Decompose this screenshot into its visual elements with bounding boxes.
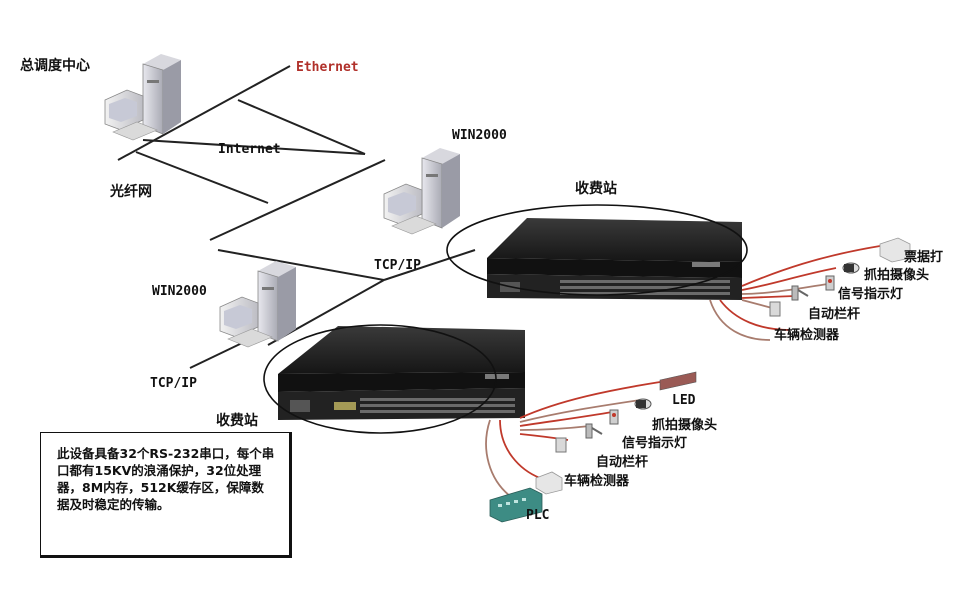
led-label: LED [672, 393, 696, 408]
capture-camera-label-bottom: 抓拍摄像头 [652, 418, 718, 433]
barrier-icon [791, 285, 809, 301]
auto-barrier-label-bottom: 自动栏杆 [596, 455, 649, 470]
barrier-icon [585, 423, 603, 439]
plc-icon [489, 487, 543, 523]
device-spec-box: 此设备具备32个RS-232串口，每个串口都有15KV的浪涌保护，32位处理器，… [40, 432, 292, 558]
camera-icon [842, 262, 860, 274]
vehicle-detector-label-bottom: 车辆检测器 [564, 474, 630, 489]
win2000-label-left: WIN2000 [152, 284, 207, 299]
signal-light-label-bottom: 信号指示灯 [622, 436, 688, 451]
win2000-label-top: WIN2000 [452, 128, 507, 143]
signal-light-icon [825, 275, 835, 291]
computer-icon [104, 54, 181, 141]
auto-barrier-label-top: 自动栏杆 [808, 307, 861, 322]
ticket-printer-label: 票据打 [904, 250, 944, 265]
tcpip-label-top: TCP/IP [374, 258, 421, 273]
capture-camera-label-top: 抓拍摄像头 [864, 268, 930, 283]
highlight-ellipse [446, 204, 748, 296]
fiber-network-label: 光纤网 [110, 184, 152, 200]
vehicle-detector-label-top: 车辆检测器 [774, 328, 840, 343]
ticket-printer-icon [879, 237, 911, 263]
dispatch-center-label: 总调度中心 [20, 58, 90, 74]
serial-server-device [263, 324, 525, 434]
toll-station-label-bottom: 收费站 [216, 413, 258, 429]
highlight-ellipse [263, 324, 497, 434]
signal-light-icon [609, 409, 619, 425]
ticket-printer-icon [535, 471, 563, 495]
plc-label: PLC [526, 508, 550, 523]
device-spec-text: 此设备具备32个RS-232串口，每个串口都有15KV的浪涌保护，32位处理器，… [57, 446, 275, 512]
signal-light-label-top: 信号指示灯 [838, 287, 904, 302]
computer-icon [383, 148, 460, 235]
serial-server-device [446, 204, 748, 300]
led-display-icon [659, 371, 697, 391]
computer-icon [219, 261, 296, 348]
camera-icon [634, 398, 652, 410]
internet-label: Internet [218, 142, 281, 157]
vehicle-detector-icon [769, 301, 781, 317]
tcpip-label-bottom: TCP/IP [150, 376, 197, 391]
vehicle-detector-icon [555, 437, 567, 453]
cables-top [709, 245, 881, 341]
toll-station-label-top: 收费站 [575, 181, 617, 197]
ethernet-label: Ethernet [296, 60, 359, 75]
